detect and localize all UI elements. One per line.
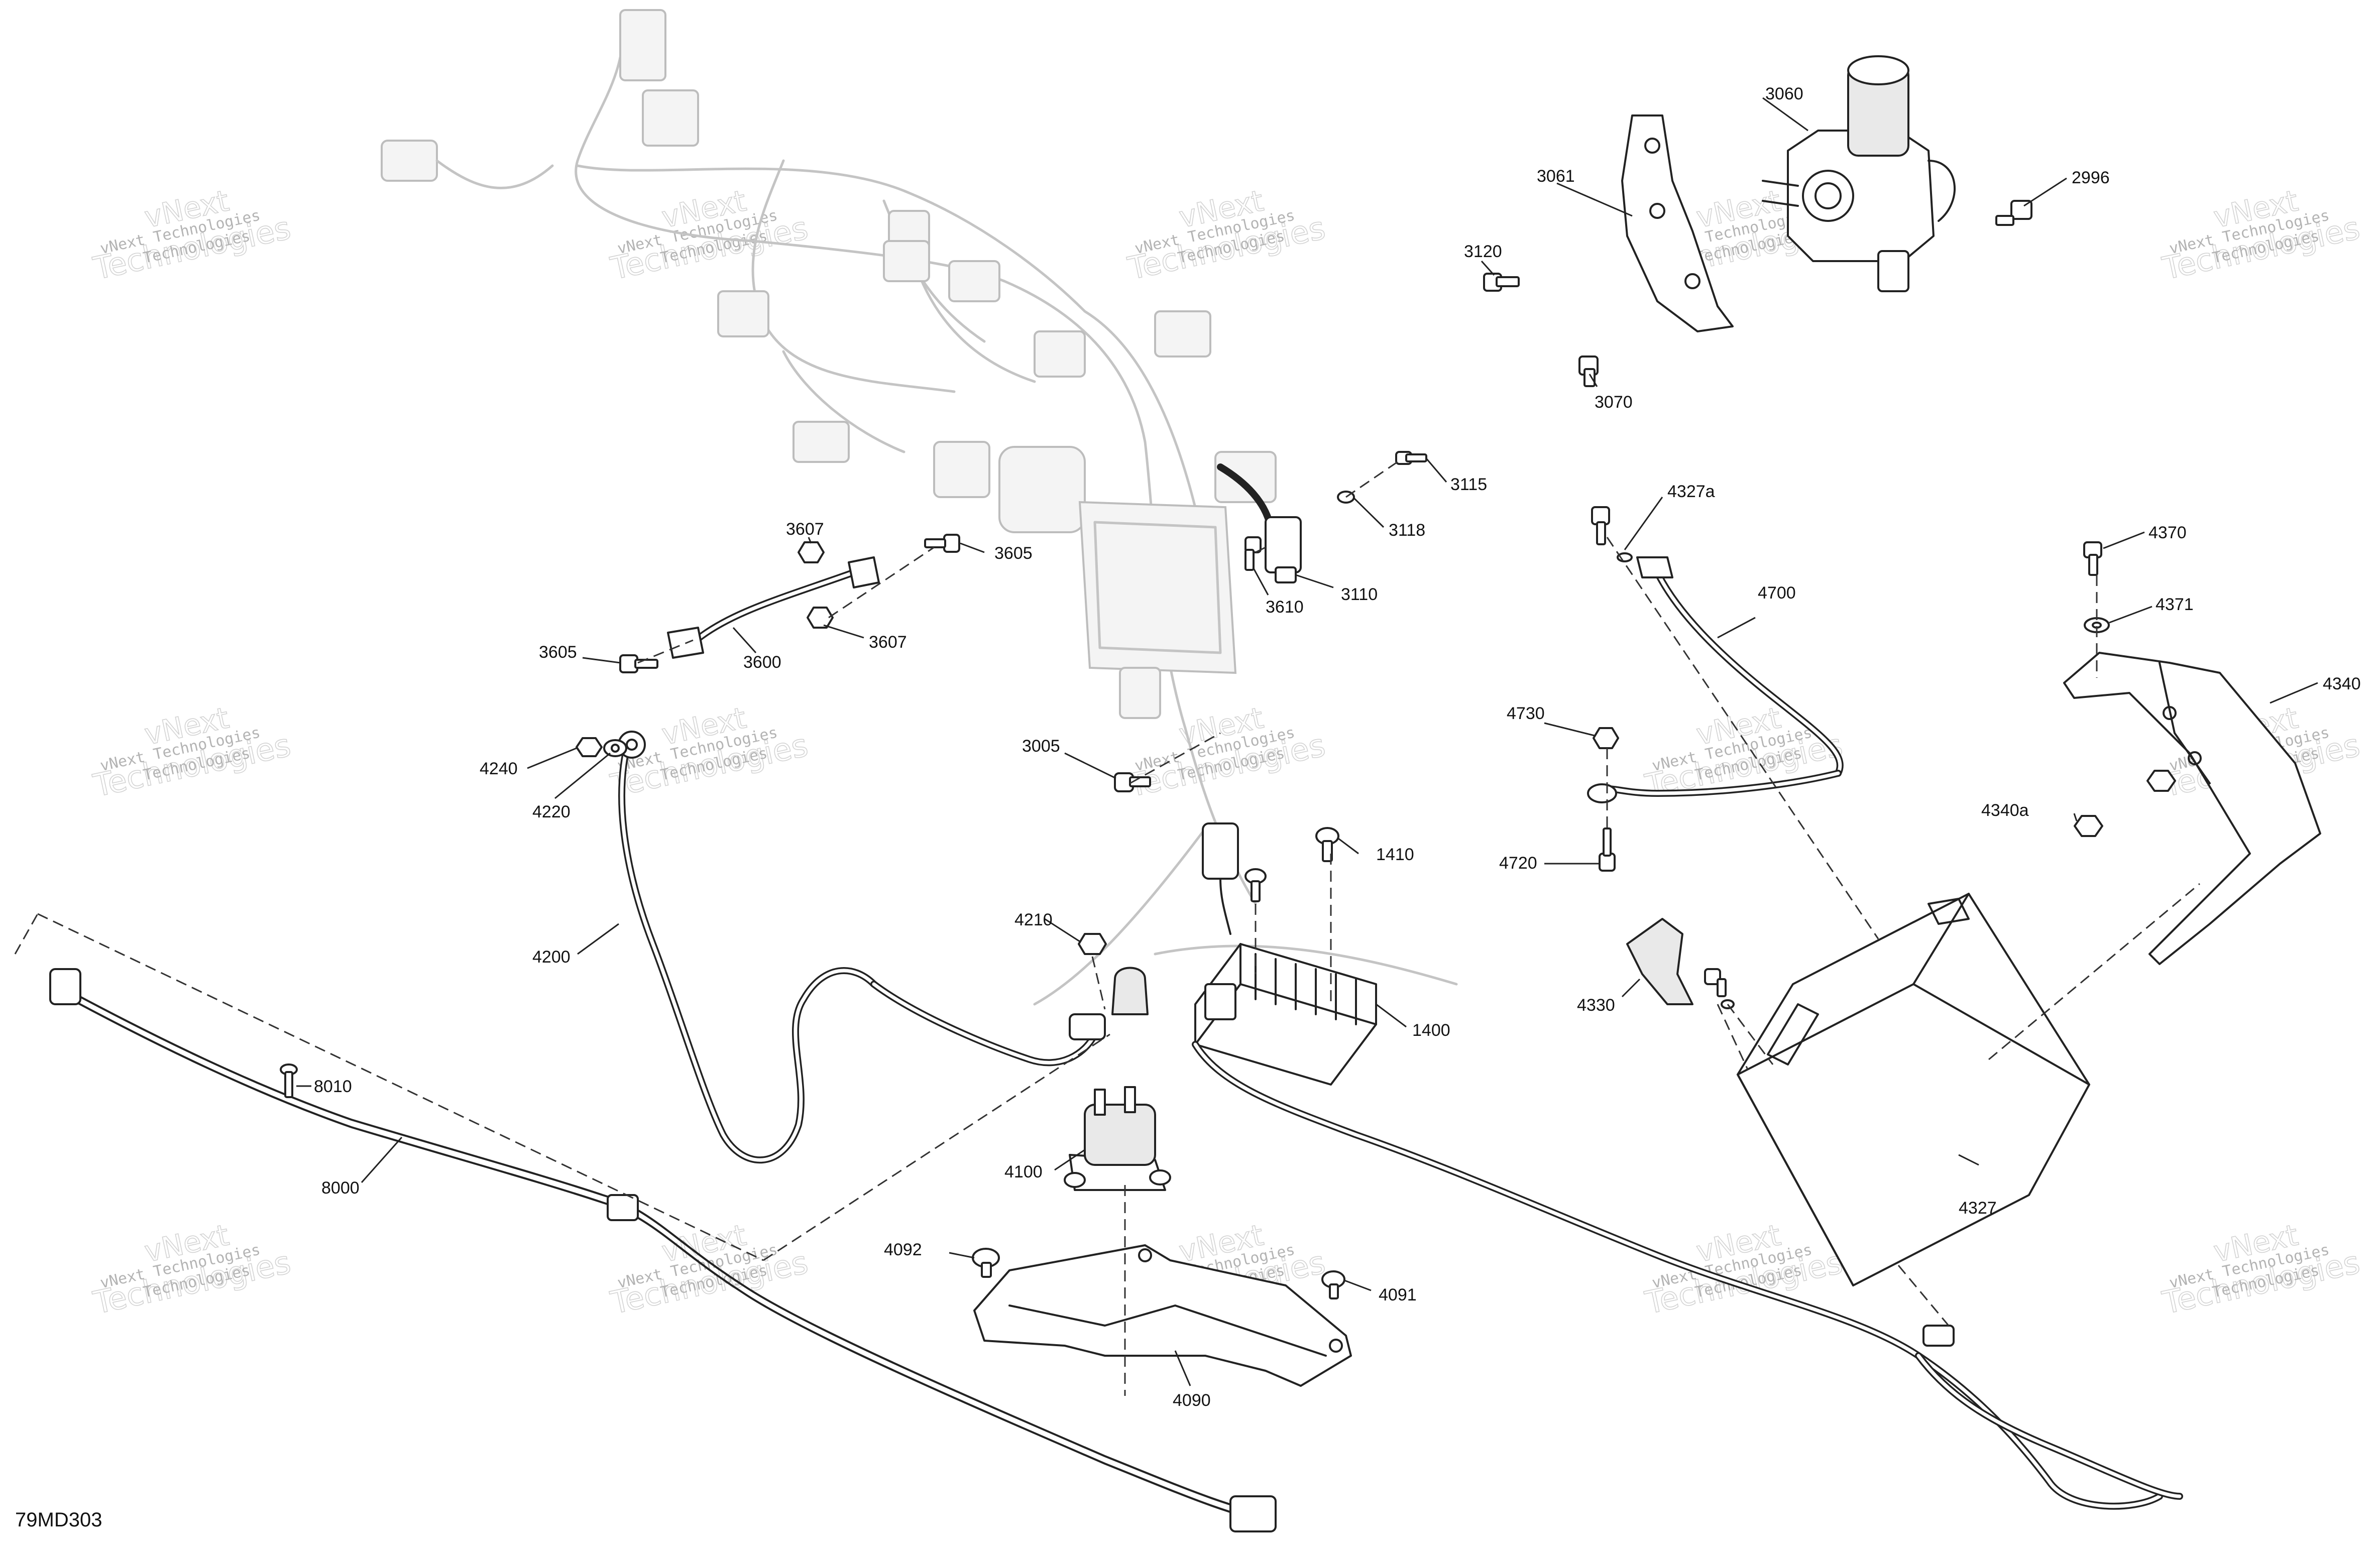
callout-4240: 4240 xyxy=(480,759,518,778)
callout-3605-right: 3605 xyxy=(994,544,1033,563)
callout-4092: 4092 xyxy=(884,1240,922,1259)
callout-3070: 3070 xyxy=(1595,393,1633,412)
bolt-4720 xyxy=(1599,827,1616,872)
assembly-lines xyxy=(14,458,2200,1396)
callout-1410: 1410 xyxy=(1376,845,1414,864)
terminal-cap xyxy=(1111,967,1149,1015)
screw-3610 xyxy=(1244,536,1262,571)
bolt-3070 xyxy=(1578,355,1599,387)
callout-4730: 4730 xyxy=(1507,704,1545,723)
callout-3061: 3061 xyxy=(1537,167,1575,186)
callout-3005: 3005 xyxy=(1022,737,1060,756)
bolt-2996 xyxy=(1995,200,2032,226)
callout-4327a: 4327a xyxy=(1667,482,1715,501)
nut-4240 xyxy=(576,737,603,757)
callout-4091: 4091 xyxy=(1379,1285,1417,1304)
battery-bracket-4340 xyxy=(2063,652,2321,965)
nut-3607-bottom xyxy=(807,607,834,629)
screw-1410 xyxy=(1315,827,1339,862)
washer-4220 xyxy=(603,739,627,757)
nut-4340a-left xyxy=(2074,815,2103,837)
callout-4700: 4700 xyxy=(1758,583,1796,603)
callout-4340a: 4340a xyxy=(1981,801,2029,820)
main-wiring-harness xyxy=(381,9,1458,1006)
nut-4210 xyxy=(1078,933,1107,955)
actuator-motor-3060 xyxy=(1762,55,1956,292)
callout-4090: 4090 xyxy=(1173,1391,1211,1410)
nut-4340a-right xyxy=(2146,770,2176,792)
screw-3115 xyxy=(1395,451,1427,465)
fastener-4092 xyxy=(972,1248,1000,1278)
callout-4220: 4220 xyxy=(532,802,571,821)
callout-4370: 4370 xyxy=(2148,523,2187,542)
callout-4210: 4210 xyxy=(1014,910,1053,929)
callout-4330: 4330 xyxy=(1577,996,1615,1015)
callout-3607-top: 3607 xyxy=(786,520,824,539)
clip-8010 xyxy=(280,1063,298,1098)
callout-3060: 3060 xyxy=(1765,84,1803,103)
callout-4327: 4327 xyxy=(1959,1199,1997,1218)
callout-labels: 3060 3061 3120 3070 2996 3115 3118 3110 … xyxy=(314,84,2361,1410)
bolt-3120 xyxy=(1483,273,1520,292)
callout-4100: 4100 xyxy=(1004,1162,1043,1181)
callout-3605-left: 3605 xyxy=(539,643,577,662)
callout-3120: 3120 xyxy=(1464,242,1502,261)
terminal-cover-4330 xyxy=(1626,918,1693,1005)
figure-code: 79MD303 xyxy=(15,1509,102,1531)
leader-lines xyxy=(296,97,2318,1386)
callout-4340: 4340 xyxy=(2323,674,2361,693)
cable-4700 xyxy=(1587,556,1844,803)
bolt-3605-right xyxy=(924,534,960,553)
sensor-3110 xyxy=(1217,463,1302,583)
bolt-4330 xyxy=(1704,968,1735,1009)
callout-4371: 4371 xyxy=(2156,595,2194,614)
cable-4200 xyxy=(618,731,1106,1164)
actuator-bracket-3061 xyxy=(1621,114,1734,332)
bolt-4327a xyxy=(1591,506,1633,562)
solenoid-4100 xyxy=(1064,1086,1171,1191)
voltage-regulator-1400 xyxy=(1194,943,1377,1086)
tray-4090 xyxy=(973,1244,1352,1387)
callout-3110: 3110 xyxy=(1341,585,1378,604)
callout-3115: 3115 xyxy=(1450,475,1487,494)
connector-1400 xyxy=(1202,822,1239,935)
callout-3607-bottom: 3607 xyxy=(869,633,907,652)
nut-4730 xyxy=(1593,727,1619,749)
fastener-4091 xyxy=(1321,1270,1345,1299)
callout-2996: 2996 xyxy=(2072,168,2110,187)
battery-4327 xyxy=(1737,893,2090,1286)
nut-3607-top xyxy=(798,541,825,563)
bolt-3605-left xyxy=(619,654,658,673)
callout-1400: 1400 xyxy=(1412,1021,1450,1040)
callout-3610: 3610 xyxy=(1266,598,1304,617)
cable-3600 xyxy=(667,556,880,659)
callout-4720: 4720 xyxy=(1499,854,1537,873)
callout-8010: 8010 xyxy=(314,1077,352,1096)
callout-3118: 3118 xyxy=(1389,521,1425,540)
callout-8000: 8000 xyxy=(321,1178,360,1198)
bolt-4370 xyxy=(2083,541,2102,576)
main-cable xyxy=(1192,1041,2183,1510)
callout-3600: 3600 xyxy=(743,653,781,672)
screw-1400-left xyxy=(1244,868,1267,902)
callout-4200: 4200 xyxy=(532,947,571,967)
